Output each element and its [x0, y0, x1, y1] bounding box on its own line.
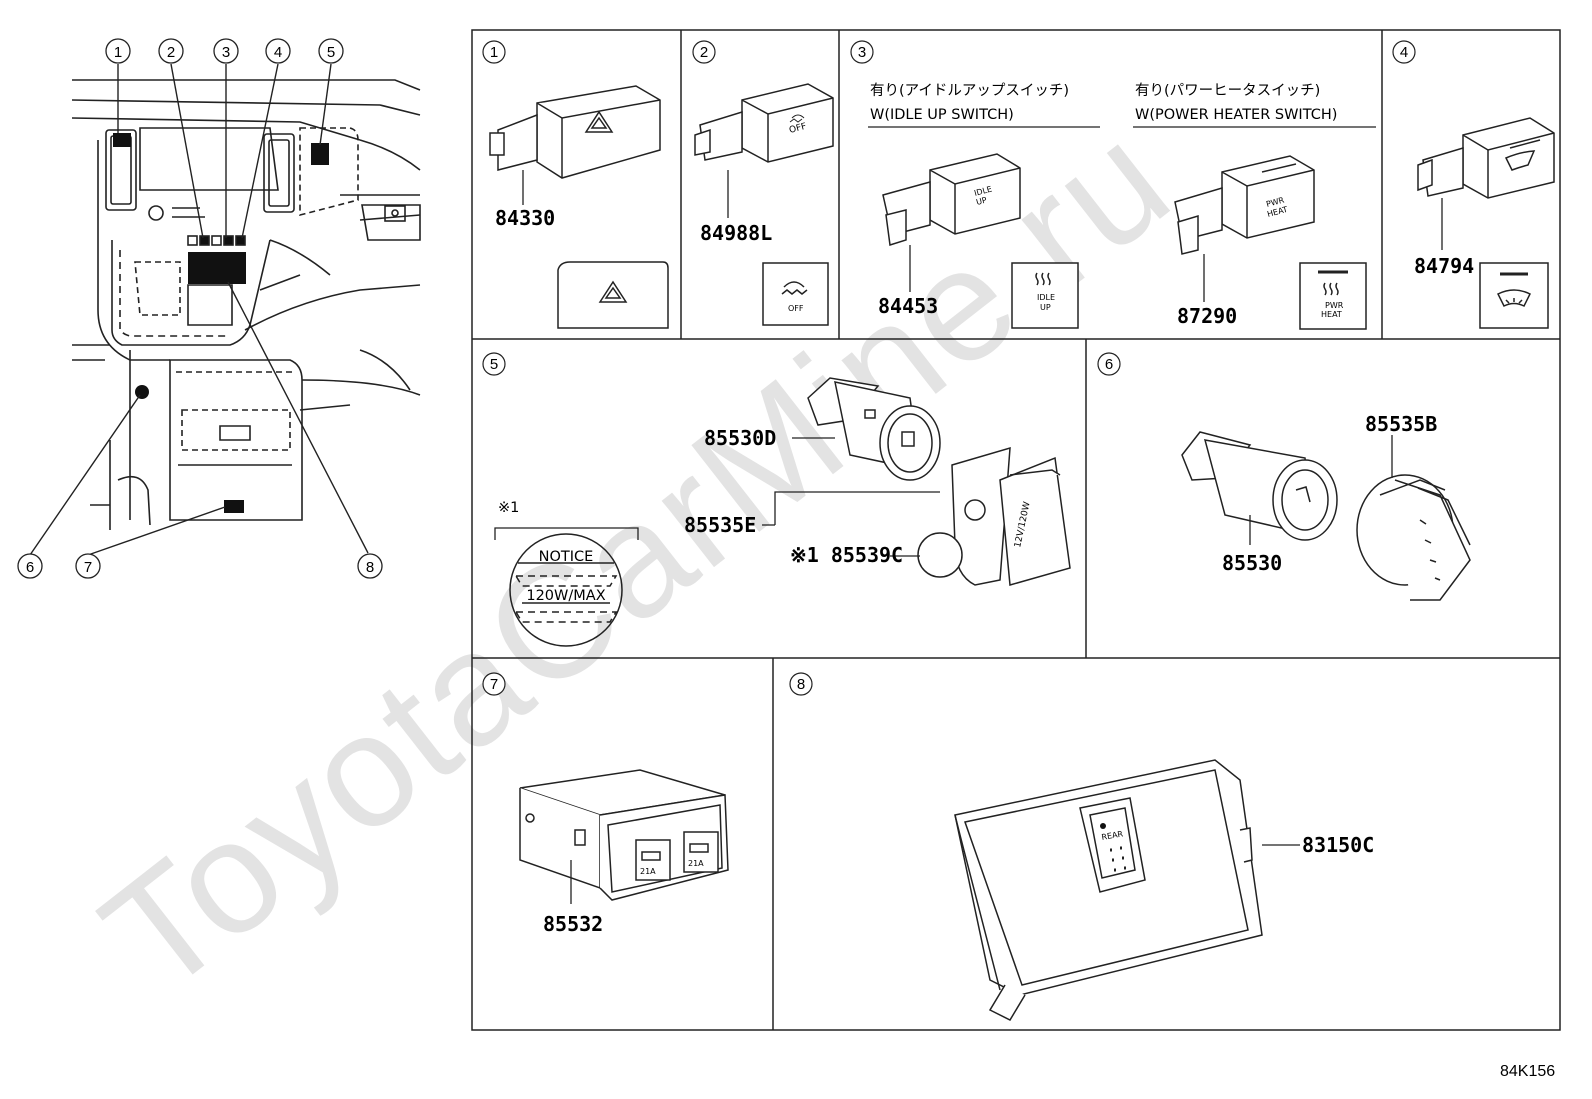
svg-text:HEAT: HEAT: [1321, 310, 1342, 319]
svg-text:87290: 87290: [1177, 304, 1237, 328]
svg-text:2: 2: [167, 44, 175, 61]
callout-circles: 1 2 3 4 5 6 7 8: [17, 38, 383, 579]
svg-text:5: 5: [327, 44, 335, 61]
callout-4: 4: [265, 38, 291, 64]
svg-text:W(IDLE UP SWITCH): W(IDLE UP SWITCH): [870, 107, 1014, 123]
svg-text:OFF: OFF: [788, 122, 807, 136]
svg-text:85532: 85532: [543, 912, 603, 936]
svg-text:1: 1: [490, 44, 498, 61]
svg-text:84330: 84330: [495, 206, 555, 230]
callout-5: 5: [318, 38, 344, 64]
svg-text:2: 2: [700, 44, 708, 61]
svg-text:W(POWER HEATER SWITCH): W(POWER HEATER SWITCH): [1135, 107, 1337, 123]
dashboard-overview: [71, 79, 421, 530]
svg-text:有り(アイドルアップスイッチ): 有り(アイドルアップスイッチ): [870, 82, 1069, 99]
svg-text:REAR: REAR: [1101, 829, 1124, 842]
svg-text:UP: UP: [975, 195, 988, 207]
callout-2: 2: [158, 38, 184, 64]
svg-text:21A: 21A: [688, 859, 704, 868]
panel-3: 3 有り(アイドルアップスイッチ) W(IDLE UP SWITCH) 有り(パ…: [850, 40, 1376, 330]
svg-text:3: 3: [858, 44, 866, 61]
panel-2: 2 OFF 84988L OFF: [692, 40, 834, 326]
callout-1: 1: [105, 38, 131, 64]
svg-text:6: 6: [26, 559, 34, 576]
callout-7: 7: [75, 553, 101, 579]
idle-up-switch: [882, 153, 1021, 246]
svg-text:85530D: 85530D: [704, 426, 776, 450]
vsc-off-switch: [694, 83, 834, 163]
svg-text:※1 85539C: ※1 85539C: [790, 543, 903, 567]
svg-text:120W/MAX: 120W/MAX: [526, 588, 605, 604]
svg-text:※1: ※1: [498, 500, 519, 516]
svg-text:21A: 21A: [640, 867, 656, 876]
svg-text:1: 1: [114, 44, 122, 61]
svg-text:NOTICE: NOTICE: [539, 549, 594, 565]
svg-text:6: 6: [1105, 356, 1113, 373]
svg-text:8: 8: [797, 676, 805, 693]
svg-text:84794: 84794: [1414, 254, 1474, 278]
svg-text:85530: 85530: [1222, 551, 1282, 575]
svg-text:84453: 84453: [878, 294, 938, 318]
diagram-code: 84K156: [1500, 1063, 1555, 1080]
svg-text:85535B: 85535B: [1365, 412, 1437, 436]
svg-text:7: 7: [490, 676, 498, 693]
panel-8: 8 REAR 83150C: [789, 672, 1374, 1021]
vsc-off-face: [762, 262, 829, 326]
panel-6: 6 85530 85535B: [1097, 352, 1471, 601]
svg-text:5: 5: [490, 356, 498, 373]
label-85539c: [917, 532, 963, 578]
notice-label: [509, 533, 623, 647]
outlet-socket-85530d: [807, 377, 941, 481]
svg-text:85535E: 85535E: [684, 513, 756, 537]
callout-6: 6: [17, 553, 43, 579]
svg-text:8: 8: [366, 559, 374, 576]
usb-charger-85532: [519, 769, 729, 901]
svg-text:OFF: OFF: [788, 304, 804, 313]
panel-4: 4 84794: [1392, 40, 1555, 329]
svg-text:7: 7: [84, 559, 92, 576]
idle-up-face: [1011, 262, 1079, 329]
panel-7: 7 21A 21A 85532: [482, 672, 729, 936]
svg-text:有り(パワーヒータスイッチ): 有り(パワーヒータスイッチ): [1135, 82, 1320, 99]
defroster-switch: [1417, 117, 1555, 199]
outlet-cap-85535b: [1356, 474, 1471, 601]
svg-text:PWR: PWR: [1325, 301, 1344, 310]
outlet-cap-85535e: [951, 446, 1071, 586]
hazard-switch: [489, 85, 661, 179]
panel-5: 5 85530D 12V/120W 85535E ※1 85539C ※1: [482, 352, 1071, 647]
outlet-socket-85530: [1181, 431, 1338, 541]
svg-text:UP: UP: [1040, 303, 1051, 312]
callout-3: 3: [213, 38, 239, 64]
hazard-switch-face: [557, 261, 669, 329]
svg-text:3: 3: [222, 44, 230, 61]
svg-text:4: 4: [274, 44, 282, 61]
defroster-face: [1479, 262, 1549, 329]
svg-text:83150C: 83150C: [1302, 833, 1374, 857]
power-heater-face: [1299, 262, 1367, 330]
overview-callouts: [29, 63, 369, 556]
callout-8: 8: [357, 553, 383, 579]
power-heater-switch: [1174, 155, 1315, 255]
switch-base-83150c: [954, 759, 1263, 1021]
svg-text:4: 4: [1400, 44, 1408, 61]
parts-grid: [471, 29, 1561, 1031]
svg-text:84988L: 84988L: [700, 221, 772, 245]
panel-1: 1 84330: [482, 40, 669, 329]
svg-text:IDLE: IDLE: [1037, 293, 1055, 302]
